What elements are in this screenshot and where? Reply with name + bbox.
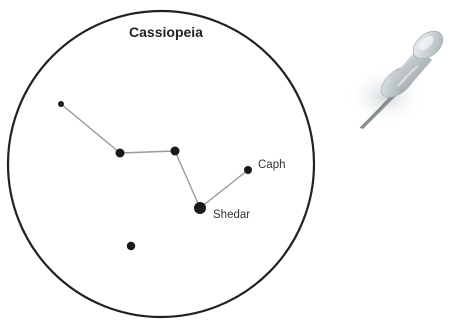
star-left-middle — [116, 149, 125, 158]
star-label-caph: Caph — [258, 159, 286, 171]
star-lone-lower — [127, 242, 135, 250]
star-caph — [244, 166, 252, 174]
pushpin-icon — [346, 26, 448, 129]
diagram-title: Cassiopeia — [129, 24, 203, 40]
star-far-left — [58, 101, 64, 107]
star-shedar — [194, 202, 206, 214]
star-label-shedar: Shedar — [213, 209, 250, 221]
star-center — [171, 147, 180, 156]
